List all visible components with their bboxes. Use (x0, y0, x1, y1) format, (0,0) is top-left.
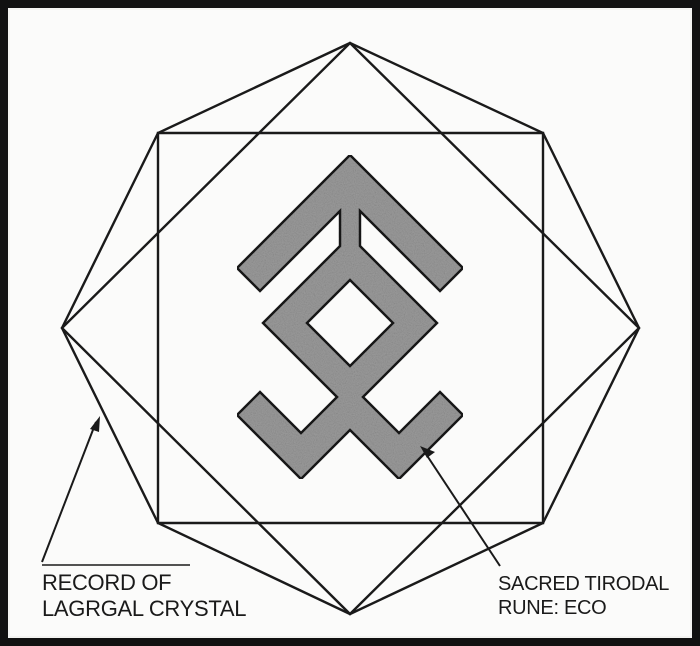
rune-eco-glyph (237, 155, 463, 479)
diamond-outline (62, 43, 639, 614)
octagon-outline (62, 43, 639, 614)
sacred-rune-label: SACRED TIRODAL RUNE: ECO (498, 573, 669, 620)
sacred-rune-label-line2: RUNE: ECO (498, 597, 669, 621)
left-arrowhead-icon (90, 416, 100, 432)
crystal-record-label-line2: LAGRGAL CRYSTAL (42, 596, 246, 622)
left-pointer-line (42, 422, 96, 562)
sacred-rune-label-line1: SACRED TIRODAL (498, 573, 669, 597)
crystal-record-label: RECORD OF LAGRGAL CRYSTAL (42, 570, 246, 622)
crystal-record-label-line1: RECORD OF (42, 570, 246, 596)
right-pointer-line (424, 451, 500, 566)
